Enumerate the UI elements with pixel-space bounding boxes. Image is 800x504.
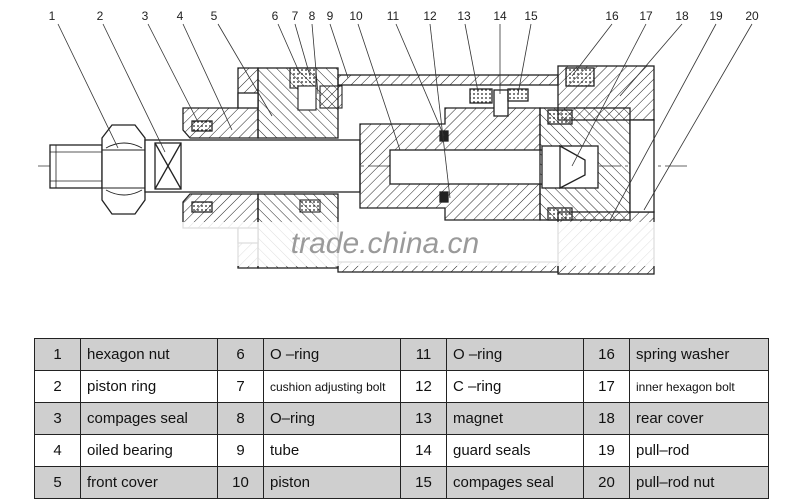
callout-6: 6 [272,9,279,23]
piston-part [359,88,551,221]
callout-12: 12 [423,9,437,23]
part-name: compages seal [446,466,584,499]
part-name: O –ring [263,338,401,371]
part-number: 5 [34,466,81,499]
part-name: piston ring [80,370,218,403]
part-number: 2 [34,370,81,403]
part-number: 16 [583,338,630,371]
callout-11: 11 [387,9,400,23]
part-name: tube [263,434,401,467]
part-name: O –ring [446,338,584,371]
part-name: front cover [80,466,218,499]
part-number: 9 [217,434,264,467]
callout-10: 10 [349,9,363,23]
callout-14: 14 [493,9,507,23]
part-name: rear cover [629,402,769,435]
callout-16: 16 [605,9,619,23]
part-name: O–ring [263,402,401,435]
part-name: hexagon nut [80,338,218,371]
part-name: pull–rod [629,434,769,467]
parts-table: 1 hexagon nut 6 O –ring 11 O –ring 16 sp… [34,338,769,499]
part-name: cushion adjusting bolt [263,370,401,403]
part-number: 18 [583,402,630,435]
part-number: 10 [217,466,264,499]
callout-15: 15 [524,9,538,23]
hexagon-nut-part [49,124,146,215]
cylinder-cross-section-drawing: 1 2 3 4 5 6 7 8 9 10 11 12 13 14 15 16 1… [38,9,759,275]
part-number: 20 [583,466,630,499]
piston-rod [144,139,361,193]
callout-18: 18 [675,9,689,23]
callout-13: 13 [457,9,471,23]
part-name: inner hexagon bolt [629,370,769,403]
table-row: 2 piston ring 7 cushion adjusting bolt 1… [34,370,769,403]
callout-leaders [57,23,753,221]
part-number: 8 [217,402,264,435]
callout-20: 20 [745,9,759,23]
part-name: guard seals [446,434,584,467]
callout-2: 2 [97,9,104,23]
part-number: 15 [400,466,447,499]
table-row: 1 hexagon nut 6 O –ring 11 O –ring 16 sp… [34,338,769,371]
part-name: spring washer [629,338,769,371]
part-name: magnet [446,402,584,435]
part-name: piston [263,466,401,499]
callout-17: 17 [639,9,653,23]
table-row: 3 compages seal 8 O–ring 13 magnet 18 re… [34,402,769,435]
callout-19: 19 [709,9,723,23]
part-name: pull–rod nut [629,466,769,499]
callout-1: 1 [49,9,56,23]
part-number: 13 [400,402,447,435]
callout-9: 9 [327,9,334,23]
part-name: C –ring [446,370,584,403]
table-row: 5 front cover 10 piston 15 compages seal… [34,466,769,499]
part-number: 14 [400,434,447,467]
part-number: 17 [583,370,630,403]
part-number: 1 [34,338,81,371]
part-name: compages seal [80,402,218,435]
part-number: 6 [217,338,264,371]
part-number: 19 [583,434,630,467]
callout-7: 7 [292,9,299,23]
table-row: 4 oiled bearing 9 tube 14 guard seals 19… [34,434,769,467]
part-name: oiled bearing [80,434,218,467]
part-number: 12 [400,370,447,403]
callout-5: 5 [211,9,218,23]
callout-4: 4 [177,9,184,23]
part-number: 4 [34,434,81,467]
part-number: 3 [34,402,81,435]
watermark-text: trade.china.cn [291,227,479,260]
callout-3: 3 [142,9,149,23]
callout-8: 8 [309,9,316,23]
part-number: 11 [400,338,447,371]
part-number: 7 [217,370,264,403]
